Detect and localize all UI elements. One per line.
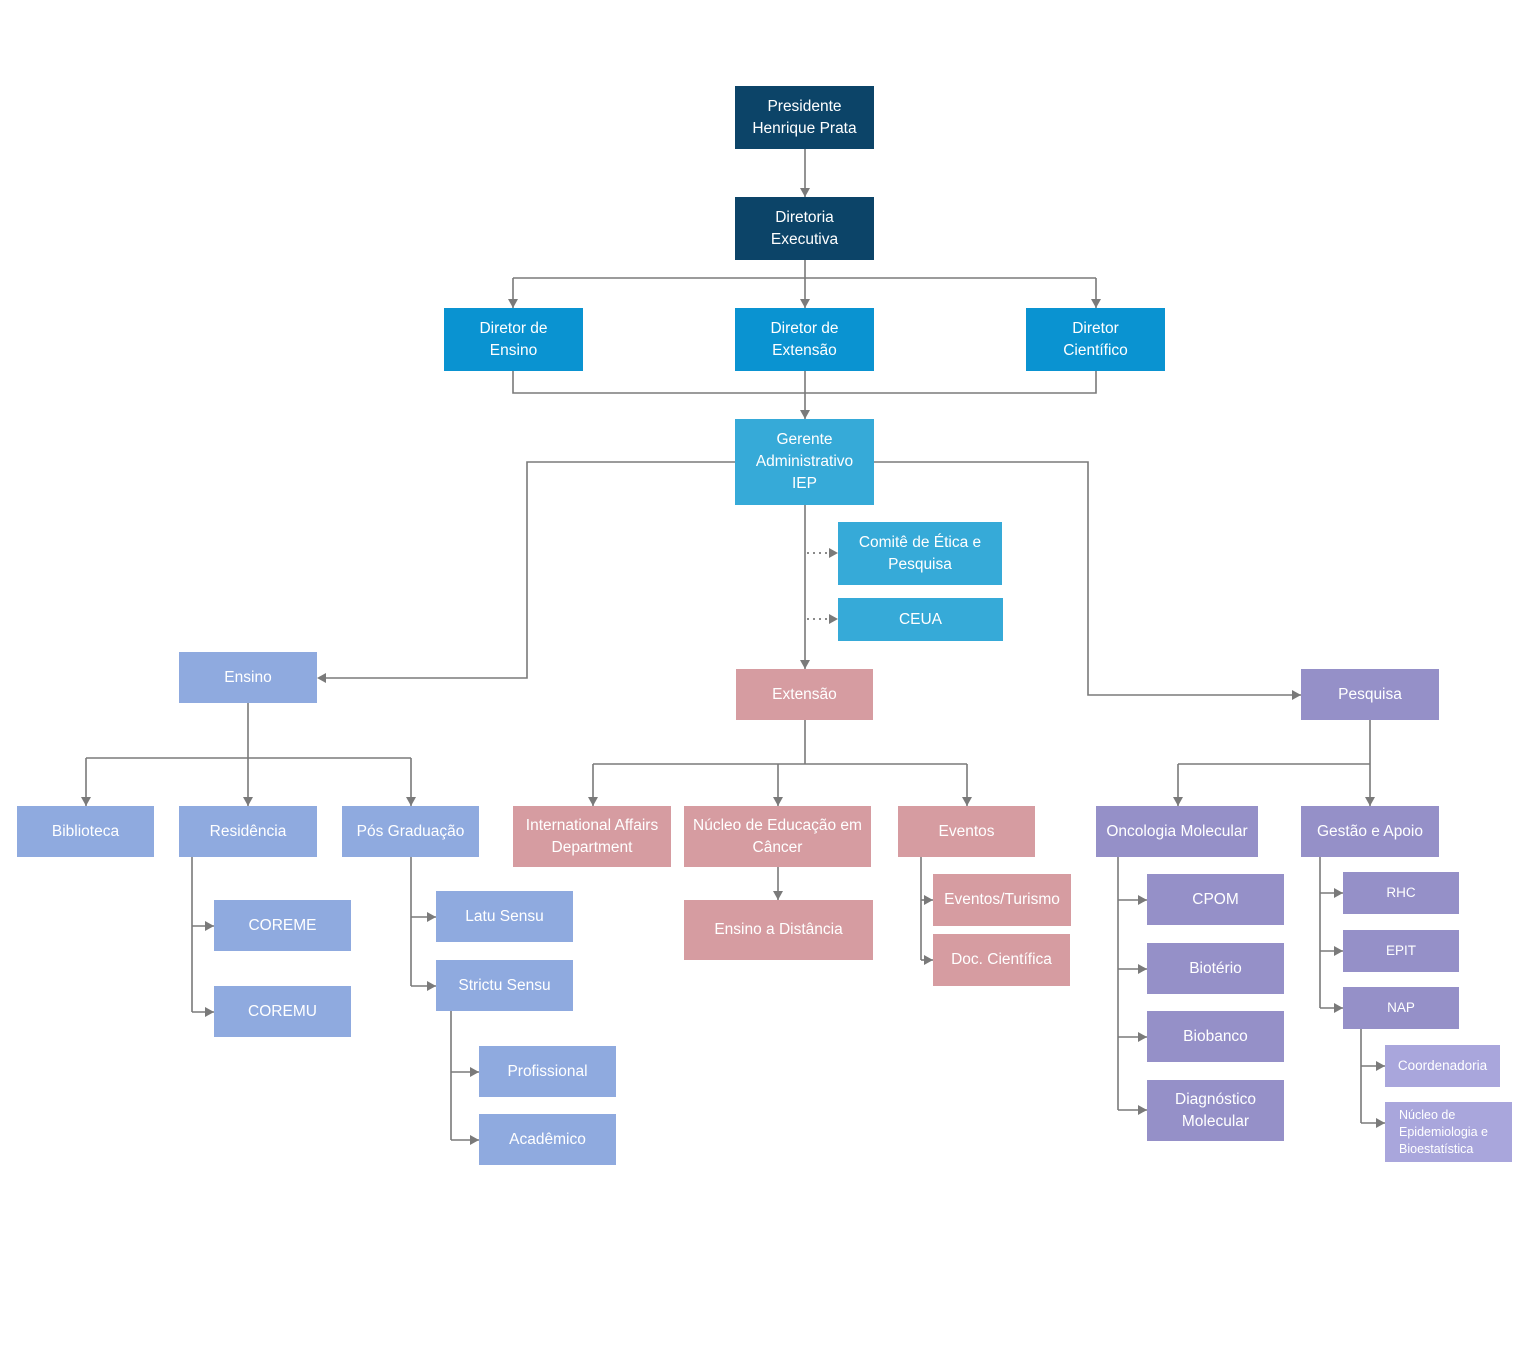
node-cpom: CPOM — [1147, 874, 1284, 925]
arrowhead — [1334, 946, 1343, 956]
arrowhead — [588, 797, 598, 806]
arrowhead — [81, 797, 91, 806]
node-biblioteca: Biblioteca — [17, 806, 154, 857]
arrowhead — [924, 895, 933, 905]
arrowhead — [1138, 1032, 1147, 1042]
node-international-affairs: International Affairs Department — [513, 806, 671, 867]
node-extensao: Extensão — [736, 669, 873, 720]
arrowhead — [962, 797, 972, 806]
node-residencia: Residência — [179, 806, 317, 857]
arrowhead — [205, 1007, 214, 1017]
node-bioterio: Biotério — [1147, 943, 1284, 994]
arrowhead — [1138, 964, 1147, 974]
arrowhead — [508, 299, 518, 308]
arrowhead — [800, 410, 810, 419]
node-pos-graduacao: Pós Graduação — [342, 806, 479, 857]
arrowhead — [470, 1135, 479, 1145]
node-rhc: RHC — [1343, 872, 1459, 914]
connector-line — [326, 461, 735, 679]
arrowhead — [1365, 797, 1375, 806]
arrowhead — [800, 188, 810, 197]
node-profissional: Profissional — [479, 1046, 616, 1097]
arrowhead — [470, 1067, 479, 1077]
node-gerente-administrativo: Gerente Administrativo IEP — [735, 419, 874, 505]
node-diagnostico-molecular: Diagnóstico Molecular — [1147, 1080, 1284, 1141]
node-diretoria-executiva: Diretoria Executiva — [735, 197, 874, 260]
arrowhead — [1376, 1061, 1385, 1071]
node-coordenadoria: Coordenadoria — [1385, 1045, 1500, 1087]
node-oncologia-molecular: Oncologia Molecular — [1096, 806, 1258, 857]
node-academico: Acadêmico — [479, 1114, 616, 1165]
node-coreme: COREME — [214, 900, 351, 951]
node-presidente: Presidente Henrique Prata — [735, 86, 874, 149]
node-ensino-distancia: Ensino a Distância — [684, 900, 873, 960]
node-eventos-turismo: Eventos/Turismo — [933, 874, 1071, 926]
arrowhead — [773, 797, 783, 806]
node-nucleo-epidemiologia: Núcleo de Epidemiologia e Bioestatística — [1385, 1102, 1512, 1162]
node-strictu-sensu: Strictu Sensu — [436, 960, 573, 1011]
arrowhead — [829, 614, 838, 624]
arrowhead — [1292, 690, 1301, 700]
node-ensino: Ensino — [179, 652, 317, 703]
arrowhead — [243, 797, 253, 806]
arrowhead — [427, 981, 436, 991]
node-biobanco: Biobanco — [1147, 1011, 1284, 1062]
node-eventos: Eventos — [898, 806, 1035, 857]
connector-line — [874, 461, 1301, 696]
node-doc-cientifica: Doc. Científica — [933, 934, 1070, 986]
node-diretor-extensao: Diretor de Extensão — [735, 308, 874, 371]
arrowhead — [1173, 797, 1183, 806]
node-comite-etica: Comitê de Ética e Pesquisa — [838, 522, 1002, 585]
arrowhead — [829, 548, 838, 558]
arrowhead — [1091, 299, 1101, 308]
arrowhead — [1376, 1118, 1385, 1128]
node-nucleo-educacao-cancer: Núcleo de Educação em Câncer — [684, 806, 871, 867]
arrowhead — [406, 797, 416, 806]
arrowhead — [924, 955, 933, 965]
node-pesquisa: Pesquisa — [1301, 669, 1439, 720]
arrowhead — [800, 299, 810, 308]
arrowhead — [1334, 1003, 1343, 1013]
arrowhead — [1138, 895, 1147, 905]
arrowhead — [800, 660, 810, 669]
arrowhead — [773, 891, 783, 900]
node-nap: NAP — [1343, 987, 1459, 1029]
node-coremu: COREMU — [214, 986, 351, 1037]
node-diretor-cientifico: Diretor Científico — [1026, 308, 1165, 371]
arrowhead — [427, 912, 436, 922]
node-latu-sensu: Latu Sensu — [436, 891, 573, 942]
node-gestao-apoio: Gestão e Apoio — [1301, 806, 1439, 857]
arrowhead — [1334, 888, 1343, 898]
arrowhead — [205, 921, 214, 931]
arrowhead — [317, 673, 326, 683]
node-epit: EPIT — [1343, 930, 1459, 972]
arrowhead — [1138, 1105, 1147, 1115]
node-ceua: CEUA — [838, 598, 1003, 641]
node-diretor-ensino: Diretor de Ensino — [444, 308, 583, 371]
